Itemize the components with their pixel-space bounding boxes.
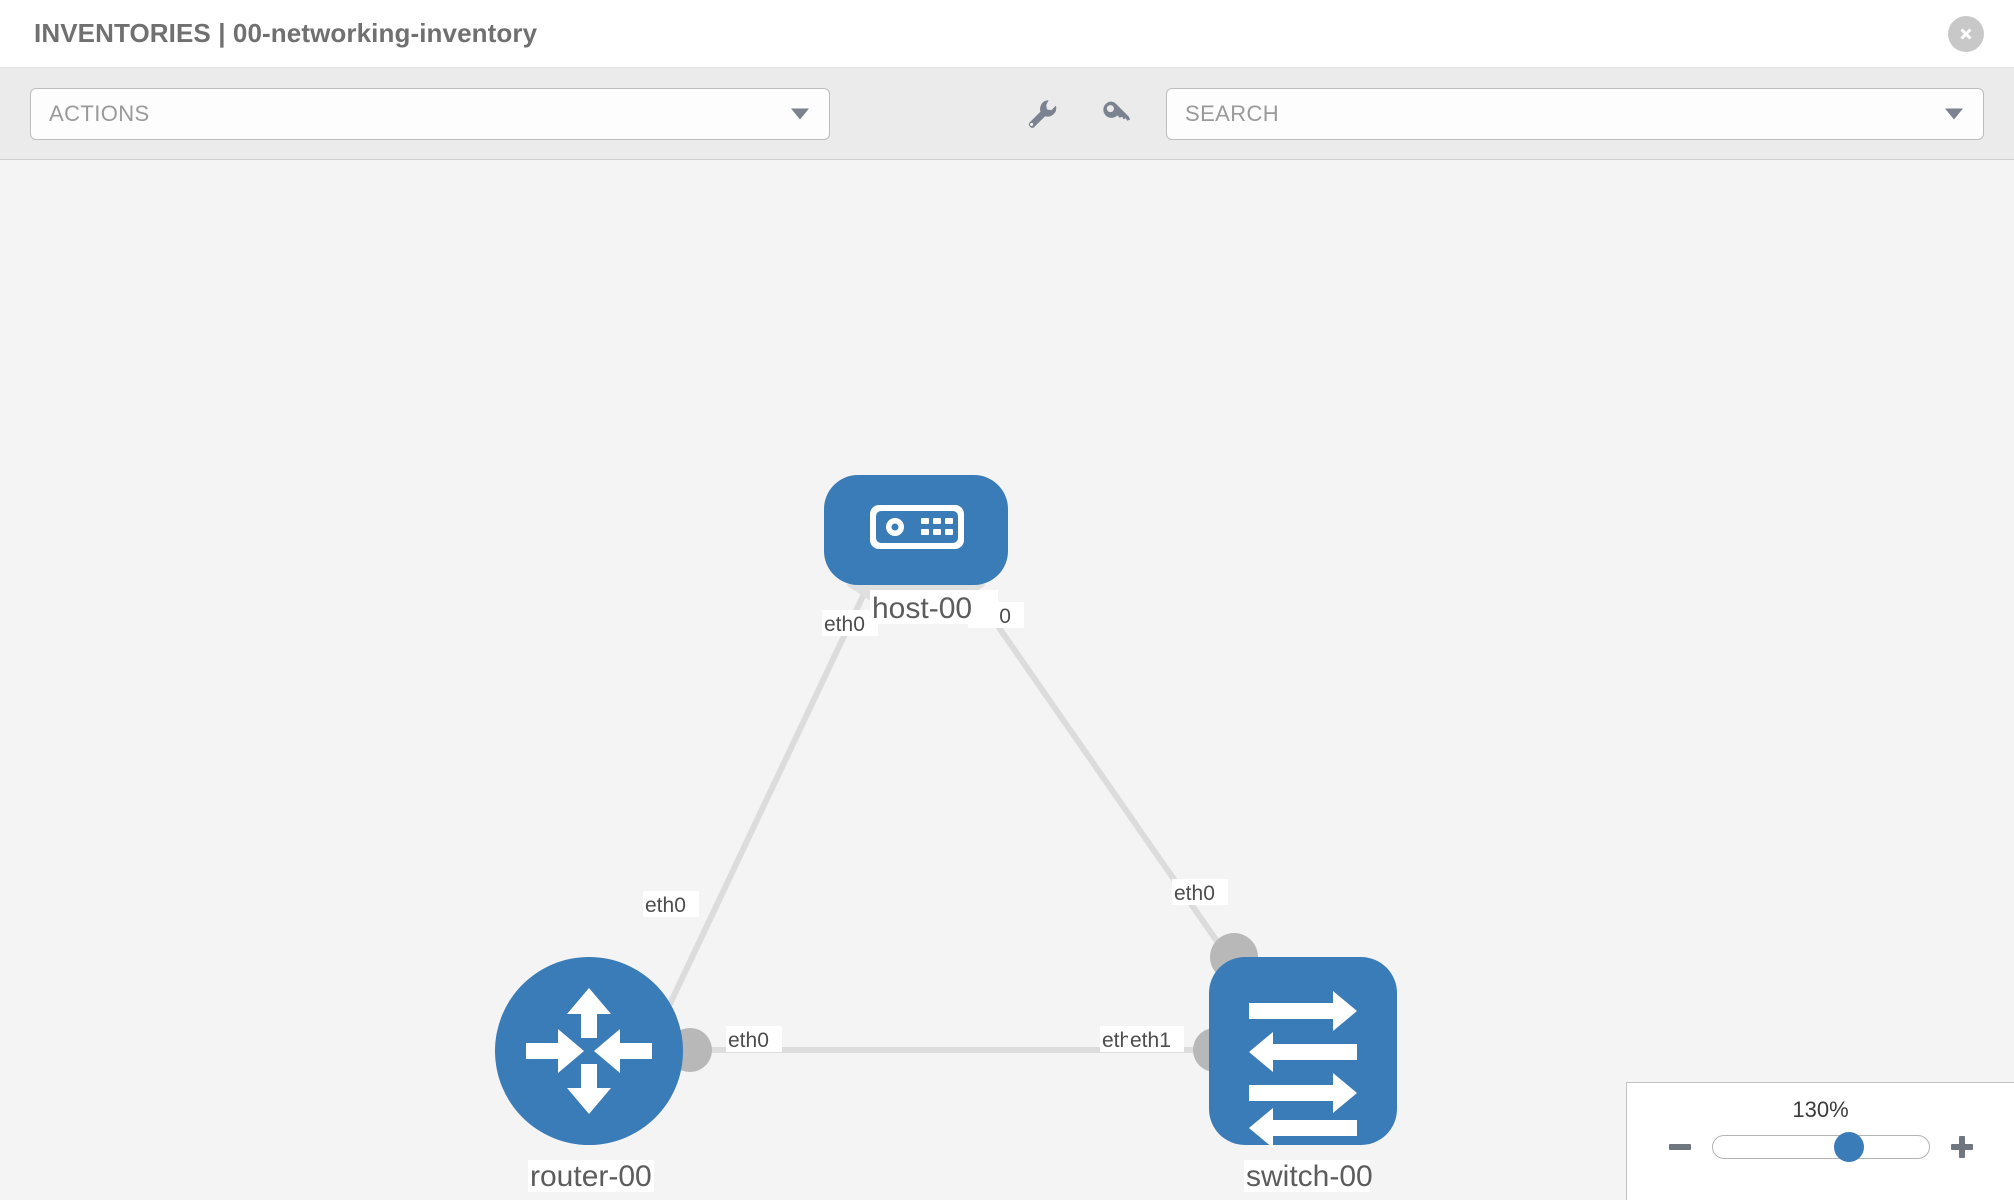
chevron-down-icon: [791, 108, 809, 119]
page-header: INVENTORIES | 00-networking-inventory: [0, 0, 2014, 68]
edge-label-switch-upper: eth0: [1172, 879, 1228, 905]
node-label-host-00: host-00: [870, 590, 998, 625]
svg-text:eth0: eth0: [1174, 882, 1215, 905]
zoom-slider-track[interactable]: [1711, 1132, 1930, 1162]
node-switch-00[interactable]: [1193, 933, 1397, 1148]
node-label-switch-00: switch-00: [1244, 1160, 1373, 1193]
plus-icon[interactable]: [1948, 1133, 1976, 1161]
edge-label-router-right: eth0: [726, 1026, 782, 1052]
search-placeholder: SEARCH: [1185, 100, 1280, 126]
svg-text:eth0: eth0: [728, 1029, 769, 1052]
actions-dropdown[interactable]: ACTIONS: [30, 87, 830, 140]
page-title: INVENTORIES | 00-networking-inventory: [34, 18, 538, 48]
edge-label-switch-left: eth1: [1128, 1026, 1184, 1052]
zoom-percent-label: 130%: [1792, 1097, 1849, 1122]
svg-text:switch-00: switch-00: [1246, 1160, 1373, 1193]
svg-text:eth1: eth1: [1130, 1029, 1171, 1052]
topology-canvas[interactable]: eth0 eth0 host-00 eth0 eth0 eth0: [0, 160, 2014, 1200]
toolbar-icon-group: [1020, 92, 1138, 136]
edge-label-host-left: eth0: [822, 610, 878, 636]
svg-text:eth: eth: [1102, 1029, 1131, 1052]
node-label-router-00: router-00: [528, 1160, 654, 1193]
svg-text:host-00: host-00: [872, 592, 972, 625]
zoom-slider-thumb[interactable]: [1833, 1132, 1864, 1162]
close-icon[interactable]: [1948, 15, 1984, 52]
svg-text:eth0: eth0: [824, 613, 865, 636]
node-host-00[interactable]: [824, 475, 1008, 585]
edge-label-router-upper: eth0: [643, 891, 699, 917]
chevron-down-icon[interactable]: [1945, 108, 1963, 119]
svg-text:eth0: eth0: [645, 894, 686, 917]
minus-icon[interactable]: [1666, 1133, 1694, 1161]
toolbar: ACTIONS SEARCH: [0, 68, 2014, 160]
zoom-slider-row: [1627, 1132, 2014, 1162]
topology-graph: eth0 eth0 host-00 eth0 eth0 eth0: [495, 475, 1397, 1193]
link-host-router[interactable]: [657, 557, 883, 1028]
wrench-icon[interactable]: [1020, 92, 1064, 136]
svg-text:router-00: router-00: [530, 1160, 652, 1193]
zoom-control: 130%: [1626, 1082, 2014, 1200]
search-input[interactable]: SEARCH: [1166, 87, 1984, 140]
node-router-00[interactable]: [495, 957, 712, 1145]
actions-dropdown-label: ACTIONS: [49, 100, 150, 126]
key-icon[interactable]: [1094, 92, 1138, 136]
